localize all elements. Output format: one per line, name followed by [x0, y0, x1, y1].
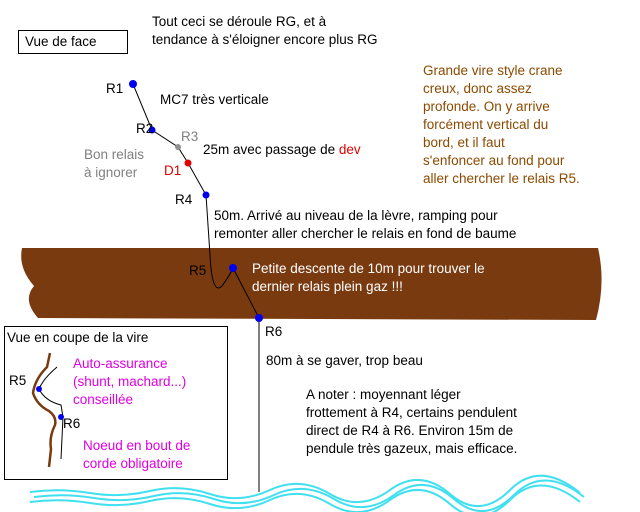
view-title: Vue de face — [25, 34, 97, 49]
self-belay-note-1: Auto-assurance — [73, 356, 168, 371]
pitch-80m-note: 80m à se gaver, trop beau — [266, 353, 423, 368]
pendulum-note-3: direct de R4 à R6. Environ 15m de — [306, 423, 514, 438]
relay-r6-label: R6 — [265, 324, 283, 339]
ledge-note-6: s'enfoncer au fond pour — [423, 153, 565, 168]
inset-r5-label: R5 — [9, 373, 27, 388]
rock-profile — [31, 352, 57, 468]
relay-r1-dot — [129, 80, 137, 88]
pitch-50m-note-1: 50m. Arrivé au niveau de la lèvre, rampi… — [214, 208, 498, 223]
cross-section-inset: Vue en coupe de la vire R5 R6 Auto-assur… — [4, 326, 228, 480]
descent-note-2: dernier relais plein gaz !!! — [252, 279, 403, 294]
knot-note-1: Noeud en bout de — [83, 438, 191, 453]
water-bottom — [29, 474, 585, 512]
ignored-relay-note-2: à ignorer — [84, 165, 138, 180]
ignored-relay-note-1: Bon relais — [84, 147, 145, 162]
descent-note-1: Petite descente de 10m pour trouver le — [252, 261, 485, 276]
self-belay-note-2: (shunt, machard...) — [73, 374, 187, 389]
relay-r5-label: R5 — [189, 263, 207, 278]
knot-note-2: corde obligatoire — [83, 456, 183, 471]
inset-r6-dot — [58, 414, 64, 420]
pitch-mc7-note: MC7 très verticale — [160, 92, 269, 107]
ledge-note-3: profonde. On y arrive — [423, 99, 550, 114]
ledge-note-7: aller chercher le relais R5. — [423, 171, 580, 186]
pitch-25m-text: 25m avec passage de — [203, 142, 339, 157]
pendulum-note-1: A noter : moyennant léger — [306, 387, 461, 402]
top-note-line-1: Tout ceci se déroule RG, et à — [152, 14, 327, 29]
relay-r2-label: R2 — [136, 121, 154, 136]
pitch-25m-dev: dev — [338, 142, 361, 157]
ledge-note-1: Grande vire style crane — [423, 63, 563, 78]
ledge-note-4: forcément vertical du — [423, 117, 549, 132]
ledge-band — [21, 248, 602, 320]
relay-r2-dot — [148, 126, 156, 134]
relay-r3-dot — [175, 144, 181, 150]
relay-r1-label: R1 — [106, 81, 124, 96]
inset-r5-dot — [36, 386, 42, 392]
pitch-25m-note: 25m avec passage de dev — [203, 141, 361, 159]
inset-title: Vue en coupe de la vire — [7, 330, 149, 345]
relay-r4-dot — [202, 191, 210, 199]
cross-section-drawing — [31, 352, 64, 468]
deviation-d1-dot — [184, 159, 192, 167]
relay-r5-dot — [229, 264, 237, 272]
pendulum-note-4: pendule très gazeux, mais efficace. — [306, 441, 518, 456]
relay-r3-label: R3 — [181, 129, 199, 144]
pitch-50m-note-2: remonter aller chercher le relais en fon… — [214, 226, 517, 241]
relay-r6-dot — [255, 314, 263, 322]
ledge-note-2: creux, donc assez — [423, 81, 532, 96]
relay-r4-label: R4 — [175, 192, 193, 207]
pendulum-note-2: frottement à R4, certains pendulent — [306, 405, 517, 420]
inset-r6-label: R6 — [63, 416, 81, 431]
view-title-box: Vue de face — [18, 30, 128, 54]
ledge-note-5: bord, et il faut — [423, 135, 505, 150]
self-belay-note-3: conseillée — [73, 392, 134, 407]
deviation-d1-label: D1 — [164, 163, 182, 178]
top-note-line-2: tendance à s'éloigner encore plus RG — [152, 32, 378, 47]
